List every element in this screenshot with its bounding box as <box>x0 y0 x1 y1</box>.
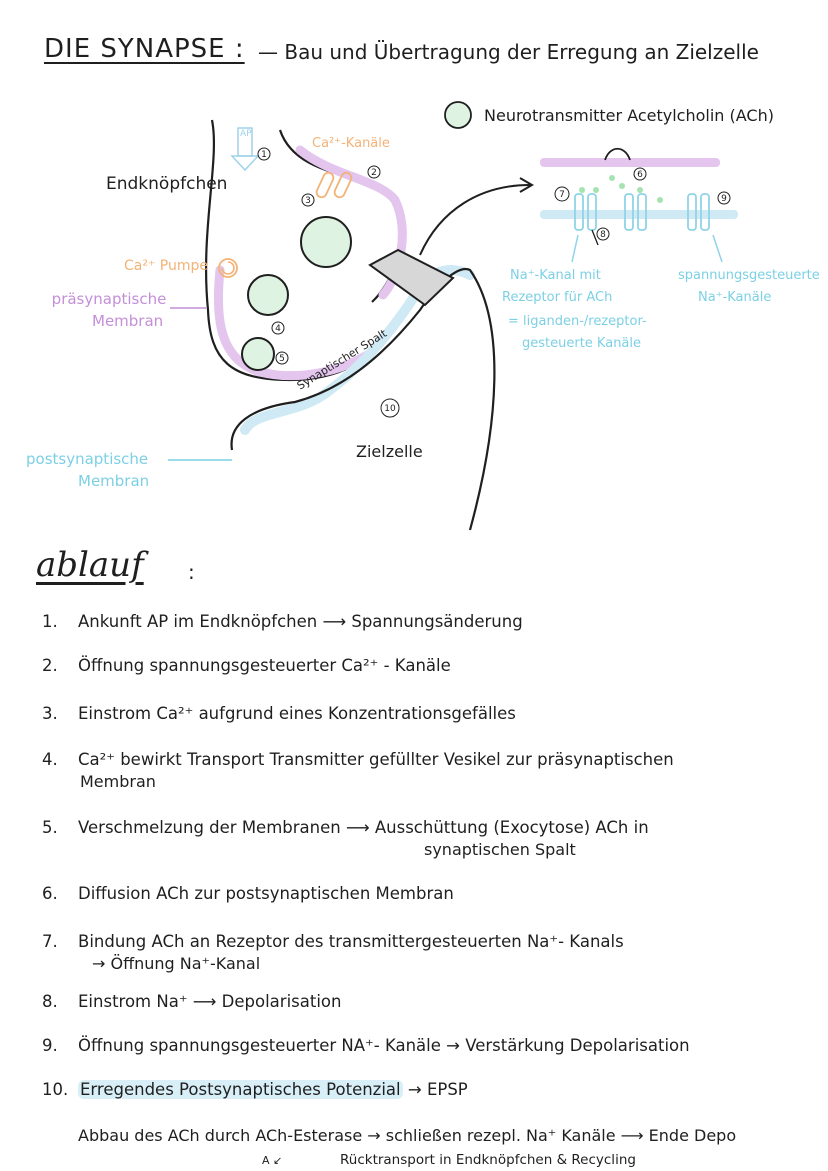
spann-label-1: spannungsgesteuerte <box>678 268 820 283</box>
ap-label: AP <box>240 129 252 139</box>
postsynaptische-membran <box>240 265 475 435</box>
ablauf-heading: ablauf <box>36 545 144 585</box>
step-5-cont: synaptischen Spalt <box>424 840 576 859</box>
marker-8: 8 <box>600 230 606 240</box>
step-5: 5.Verschmelzung der Membranen ⟶ Ausschüt… <box>42 818 649 837</box>
vesikel-1 <box>300 216 352 268</box>
step-1: 1.Ankunft AP im Endknöpfchen ⟶ Spannungs… <box>42 612 523 631</box>
step-8: 8.Einstrom Na⁺ ⟶ Depolarisation <box>42 992 342 1011</box>
marker-7: 7 <box>559 190 565 200</box>
praesynaptische-membran <box>213 265 377 381</box>
zoom-box <box>368 248 455 307</box>
spann-label-2: Na⁺-Kanäle <box>698 290 772 305</box>
vesikel-3 <box>241 337 275 371</box>
vesikel-2 <box>247 274 289 316</box>
ca-kanaele-label: Ca²⁺-Kanäle <box>312 136 390 151</box>
postsyn-label-1: postsynaptische <box>26 450 149 468</box>
marker-6: 6 <box>637 170 643 180</box>
zoom-arrow <box>419 184 531 256</box>
ca-kanal-1 <box>315 171 335 199</box>
ca-pumpe <box>218 258 238 278</box>
na-kanal-label-1: Na⁺-Kanal mit <box>510 268 601 283</box>
postsyn-label-2: Membran <box>78 472 150 490</box>
page-title: DIE SYNAPSE : <box>44 34 245 64</box>
praesyn-label-1: präsynaptische <box>51 290 167 308</box>
endknoepfchen-label: Endknöpfchen <box>106 174 228 194</box>
marker-1: 1 <box>261 150 267 160</box>
footer-line-1: Abbau des ACh durch ACh-Esterase → schli… <box>78 1126 737 1145</box>
marker-3: 3 <box>305 196 311 206</box>
marker-4: 4 <box>275 324 281 334</box>
step-6: 6.Diffusion ACh zur postsynaptischen Mem… <box>42 884 454 903</box>
legend-label: Neurotransmitter Acetylcholin (ACh) <box>484 106 774 125</box>
footer-line-2: Rücktransport in Endknöpfchen & Recyclin… <box>340 1152 636 1168</box>
step-7-cont: → Öffnung Na⁺-Kanal <box>92 954 261 973</box>
marker-5: 5 <box>279 354 285 364</box>
na-kanal-label-3: = liganden-/rezeptor- <box>508 314 647 329</box>
zielzelle-label: Zielzelle <box>356 442 423 461</box>
detail-praesyn-membran <box>540 158 720 167</box>
praesyn-label-2: Membran <box>92 312 164 330</box>
marker-2: 2 <box>371 168 377 178</box>
na-kanal-label-4: gesteuerte Kanäle <box>522 336 642 351</box>
step-2: 2.Öffnung spannungsgesteuerter Ca²⁺ - Ka… <box>42 656 451 675</box>
marker-9: 9 <box>721 194 727 204</box>
ca-pumpe-label: Ca²⁺ Pumpe <box>124 258 209 274</box>
ca-kanal-2 <box>333 171 353 199</box>
epsp-highlight: Erregendes Postsynaptisches Potenzial <box>78 1080 403 1099</box>
step-9: 9.Öffnung spannungsgesteuerter NA⁺- Kanä… <box>42 1036 690 1055</box>
synapse-diagram: AP 1 2 3 4 5 6 7 8 9 10 <box>168 101 738 531</box>
step-4-cont: Membran <box>80 772 156 791</box>
step-4: 4.Ca²⁺ bewirkt Transport Transmitter gef… <box>42 750 674 769</box>
ablauf-colon: : <box>188 560 195 584</box>
step-3: 3.Einstrom Ca²⁺ aufgrund eines Konzentra… <box>42 704 516 723</box>
marker-10: 10 <box>384 404 396 414</box>
step-10: 10.Erregendes Postsynaptisches Potenzial… <box>42 1080 468 1099</box>
legend-vesicle <box>444 101 472 129</box>
page-subtitle: — Bau und Übertragung der Erregung an Zi… <box>258 40 759 64</box>
footer-a: A ↙ <box>262 1154 283 1167</box>
zielzelle-outline <box>230 267 496 531</box>
na-kanal-label-2: Rezeptor für ACh <box>502 290 613 305</box>
step-7: 7.Bindung ACh an Rezeptor des transmitte… <box>42 932 624 951</box>
